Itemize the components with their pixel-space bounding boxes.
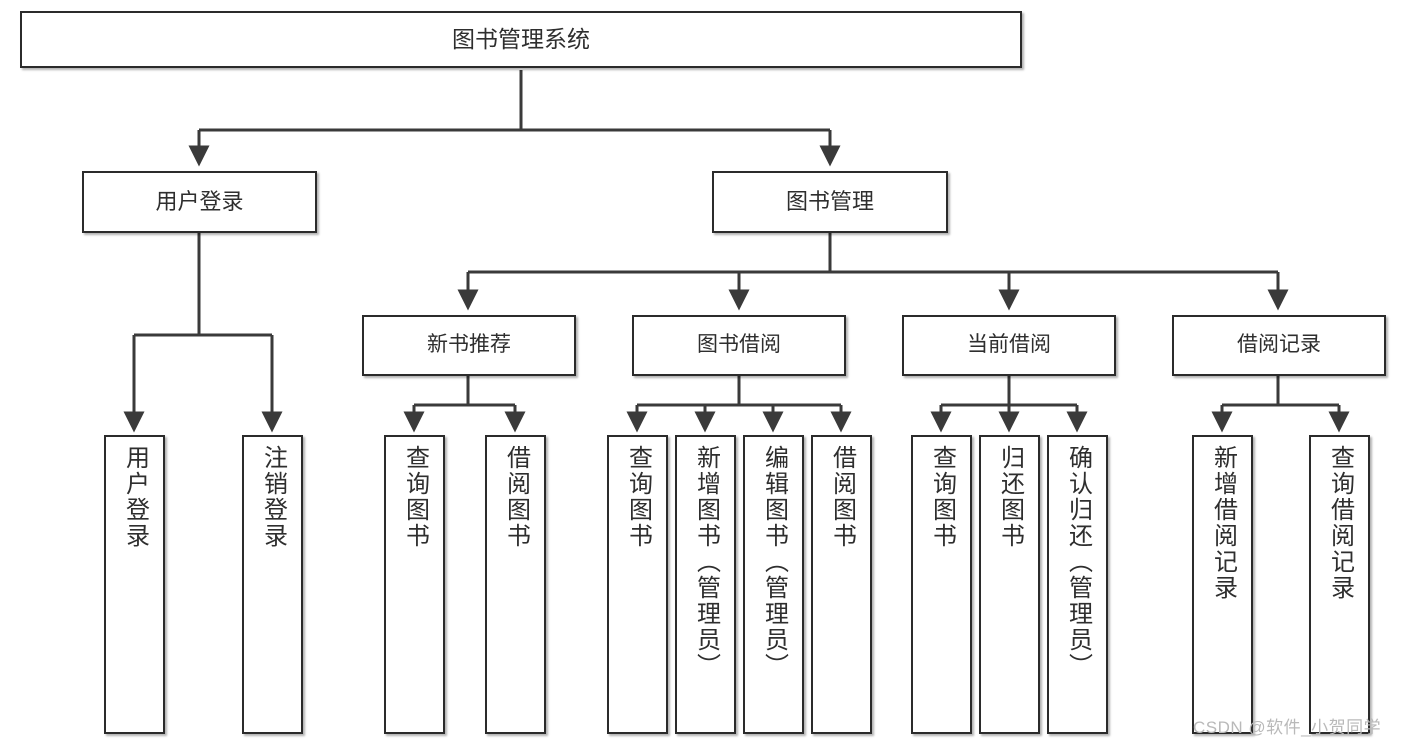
- node-book-borrow-label: 图书借阅: [697, 333, 781, 357]
- node-root[interactable]: 图书管理系统: [20, 11, 1022, 68]
- leaf-borrow-borrow-book-label: 借阅图书: [828, 445, 856, 549]
- leaf-recommend-borrow-book[interactable]: 借阅图书: [485, 435, 546, 734]
- leaf-record-query-record-label: 查询借阅记录: [1326, 445, 1354, 601]
- watermark: CSDN @软件_小贺同学: [1193, 718, 1382, 737]
- node-new-book-recommend[interactable]: 新书推荐: [362, 315, 576, 376]
- node-current-borrow-label: 当前借阅: [967, 333, 1051, 357]
- leaf-borrow-add-book-label: 新增图书（管理员）: [692, 445, 720, 679]
- leaf-current-return-book-label: 归还图书: [996, 445, 1024, 549]
- node-current-borrow[interactable]: 当前借阅: [902, 315, 1116, 376]
- leaf-borrow-query-book[interactable]: 查询图书: [607, 435, 668, 734]
- node-root-label: 图书管理系统: [452, 25, 590, 52]
- node-book-management[interactable]: 图书管理: [712, 171, 948, 233]
- node-book-borrow[interactable]: 图书借阅: [632, 315, 846, 376]
- node-user-login-label: 用户登录: [155, 189, 244, 215]
- leaf-recommend-borrow-book-label: 借阅图书: [502, 445, 530, 549]
- leaf-record-add-record-label: 新增借阅记录: [1209, 445, 1237, 601]
- leaf-current-confirm-return-label: 确认归还（管理员）: [1064, 445, 1092, 679]
- node-user-login[interactable]: 用户登录: [82, 171, 317, 233]
- leaf-borrow-edit-book-label: 编辑图书（管理员）: [760, 445, 788, 679]
- leaf-recommend-query-book-label: 查询图书: [401, 445, 429, 549]
- node-borrow-record-label: 借阅记录: [1237, 333, 1321, 357]
- leaf-current-return-book[interactable]: 归还图书: [979, 435, 1040, 734]
- node-new-book-recommend-label: 新书推荐: [427, 333, 511, 357]
- leaf-borrow-edit-book[interactable]: 编辑图书（管理员）: [743, 435, 804, 734]
- leaf-record-add-record[interactable]: 新增借阅记录: [1192, 435, 1253, 734]
- leaf-borrow-add-book[interactable]: 新增图书（管理员）: [675, 435, 736, 734]
- leaf-borrow-borrow-book[interactable]: 借阅图书: [811, 435, 872, 734]
- leaf-borrow-query-book-label: 查询图书: [624, 445, 652, 549]
- leaf-user-login-login[interactable]: 用户登录: [104, 435, 165, 734]
- leaf-recommend-query-book[interactable]: 查询图书: [384, 435, 445, 734]
- leaf-current-confirm-return[interactable]: 确认归还（管理员）: [1047, 435, 1108, 734]
- leaf-user-login-logout-label: 注销登录: [259, 445, 287, 549]
- leaf-current-query-book-label: 查询图书: [928, 445, 956, 549]
- node-borrow-record[interactable]: 借阅记录: [1172, 315, 1386, 376]
- leaf-record-query-record[interactable]: 查询借阅记录: [1309, 435, 1370, 734]
- node-book-management-label: 图书管理: [785, 189, 874, 215]
- leaf-user-login-logout[interactable]: 注销登录: [242, 435, 303, 734]
- leaf-user-login-login-label: 用户登录: [121, 445, 149, 549]
- leaf-current-query-book[interactable]: 查询图书: [911, 435, 972, 734]
